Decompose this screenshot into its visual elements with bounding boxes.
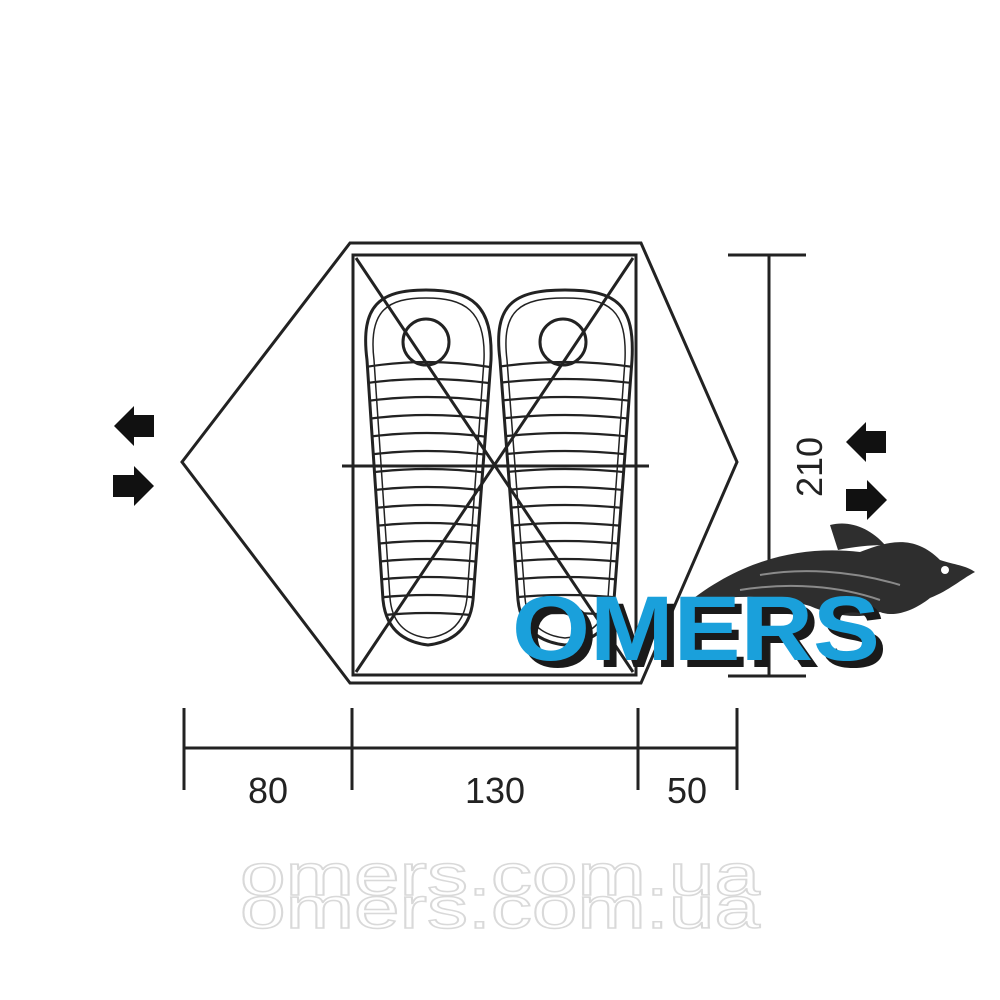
watermark-text-echo: omers.com.ua — [240, 876, 761, 941]
brand-logo: OMERS OMERS — [512, 523, 975, 687]
arrow-out-icon — [113, 466, 154, 506]
dimension-width-2-label: 130 — [465, 770, 525, 811]
brand-wordmark-shadow: OMERS — [519, 585, 887, 687]
dimension-widths — [182, 708, 739, 790]
watermark: omers.com.ua omers.com.ua — [239, 842, 762, 942]
head-circle-right — [538, 317, 588, 367]
dimension-width-3-label: 50 — [667, 770, 707, 811]
head-circle-left — [401, 317, 451, 367]
watermark-text: omers.com.ua — [240, 843, 761, 908]
arrow-out-icon — [846, 480, 887, 520]
arrow-in-icon — [846, 422, 886, 462]
brand-wordmark: OMERS — [512, 578, 880, 680]
entrance-left — [113, 406, 154, 506]
dimension-height-label: 210 — [789, 437, 830, 497]
tent-poles — [342, 257, 649, 673]
arrow-in-icon — [114, 406, 154, 446]
fish-icon — [685, 523, 975, 617]
dimension-width-1-label: 80 — [248, 770, 288, 811]
dimension-height — [728, 253, 806, 678]
tent-fly-outline — [180, 241, 739, 685]
entrance-right — [846, 422, 887, 520]
